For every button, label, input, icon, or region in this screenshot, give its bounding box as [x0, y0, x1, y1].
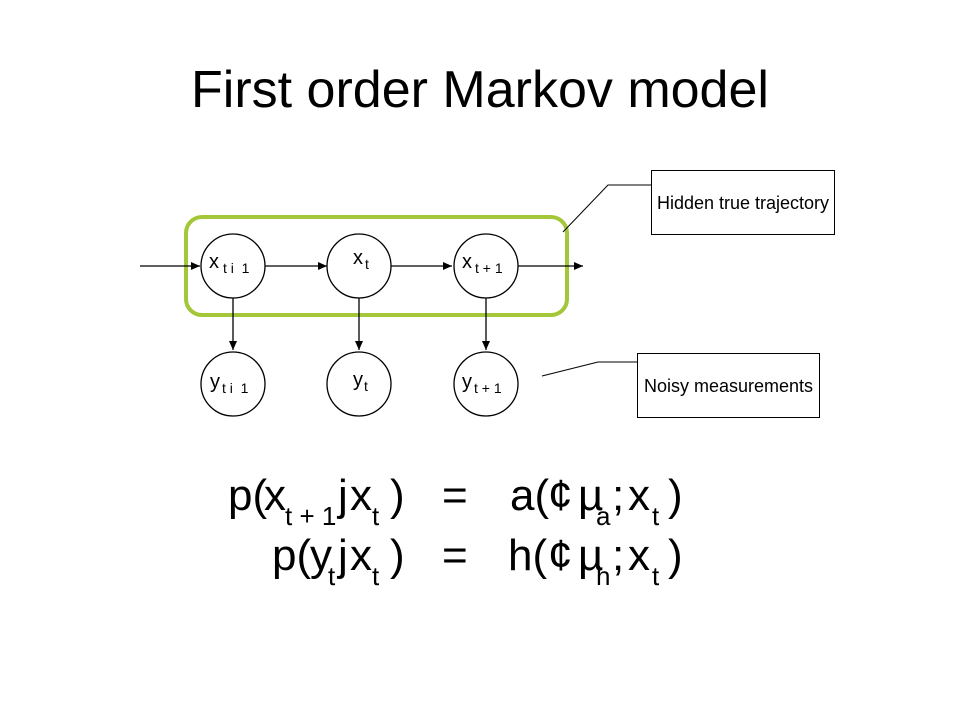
node-sub: t i 1 — [223, 260, 250, 276]
hidden-node-current: x t — [326, 233, 392, 299]
node-sub: t — [364, 378, 368, 394]
callout-hidden-leader — [562, 184, 651, 233]
hidden-node-prev: x t i 1 — [200, 233, 266, 299]
node-sub: t + 1 — [474, 380, 502, 396]
callout-noisy-measurements: Noisy measurements — [637, 353, 820, 418]
observed-node-next: y t + 1 — [453, 351, 519, 417]
page-title: First order Markov model — [191, 61, 769, 119]
node-var: y — [210, 371, 220, 393]
callout-noisy-leader — [541, 361, 637, 377]
node-var: x — [209, 251, 219, 273]
node-var: x — [353, 247, 363, 269]
node-sub: t i 1 — [222, 380, 249, 396]
callout-hidden-true-trajectory: Hidden true trajectory — [651, 170, 835, 235]
hidden-node-next: x t + 1 — [453, 233, 519, 299]
observed-node-current: y t — [326, 351, 392, 417]
node-var: y — [353, 369, 363, 391]
node-sub: t — [365, 256, 369, 272]
node-var: x — [462, 251, 472, 273]
node-sub: t + 1 — [475, 260, 503, 276]
observed-node-prev: y t i 1 — [200, 351, 266, 417]
node-var: y — [462, 371, 472, 393]
